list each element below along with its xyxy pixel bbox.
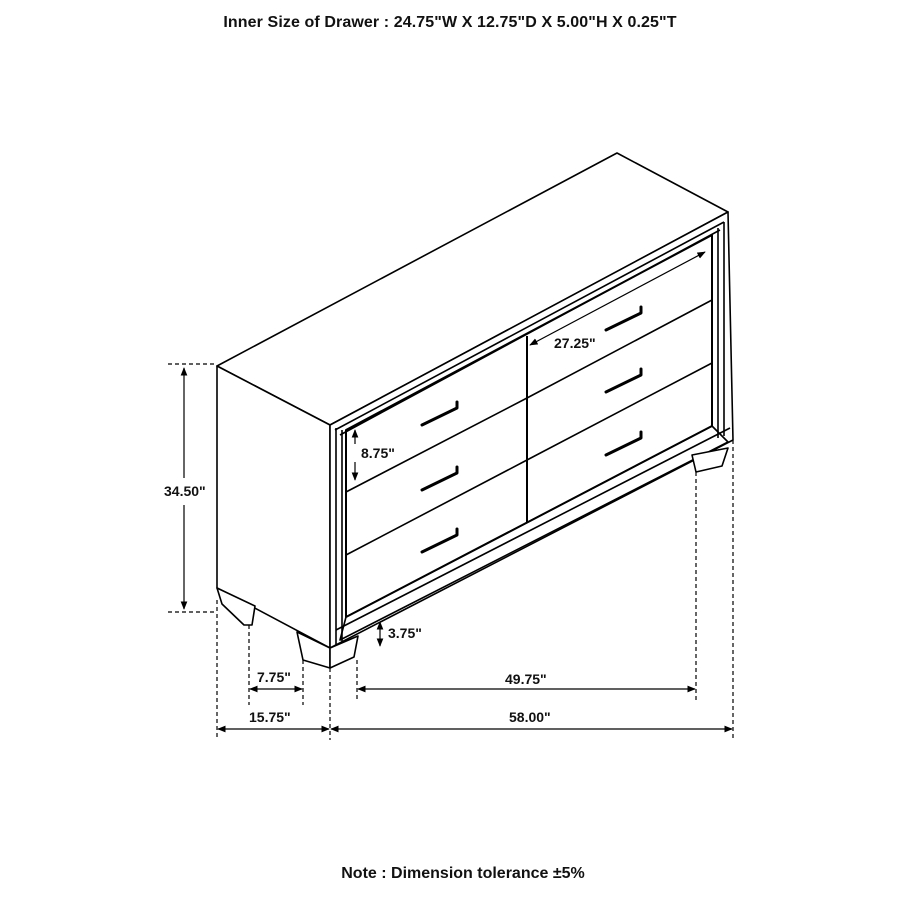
dim-leg-inset-width: 49.75" [505, 671, 547, 687]
leg-back-left [216, 587, 256, 626]
dim-leg-height: 3.75" [388, 625, 422, 641]
dim-overall-depth: 15.75" [249, 709, 291, 725]
leg-back-right [691, 447, 729, 473]
drawer-handles [420, 305, 643, 554]
drawer-inner-size-title: Inner Size of Drawer : 24.75"W X 12.75"D… [223, 14, 677, 31]
tolerance-note: Note : Dimension tolerance ±5% [341, 865, 585, 882]
dim-overall-height: 34.50" [164, 483, 206, 499]
dim-leg-inset-depth: 7.75" [257, 669, 291, 685]
dim-overall-width: 58.00" [509, 709, 551, 725]
dim-drawer-front-width: 27.25" [554, 335, 596, 351]
dim-drawer-front-height: 8.75" [361, 445, 395, 461]
leg-front-right [329, 635, 359, 669]
